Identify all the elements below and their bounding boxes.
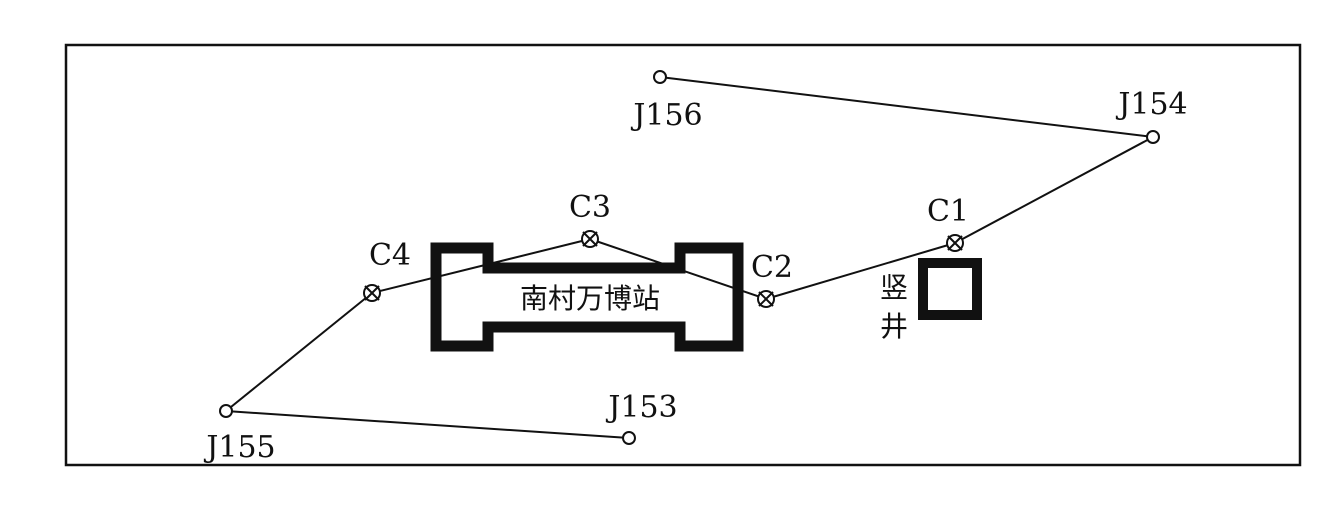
traverse-segment-j155-j153 xyxy=(225,410,630,439)
point-c1-label: C1 xyxy=(927,194,969,229)
traverse-segment-c4-j155 xyxy=(225,292,373,412)
point-j156-label: J156 xyxy=(630,98,702,133)
point-j155-label: J155 xyxy=(203,430,275,465)
traverse-segment-j156-j154 xyxy=(659,76,1154,138)
station-label: 南村万博站 xyxy=(520,282,660,315)
point-j156-marker xyxy=(653,70,667,84)
traverse-segment-c1-c2 xyxy=(765,242,956,300)
point-j154-marker xyxy=(1146,130,1160,144)
shaft-box xyxy=(918,258,982,320)
point-c2-label: C2 xyxy=(751,250,793,285)
point-c2-marker xyxy=(757,290,775,308)
point-c3-marker xyxy=(581,230,599,248)
outer-frame xyxy=(64,43,1302,467)
benchmark-points xyxy=(219,70,1160,445)
shaft-label-line2: 井 xyxy=(880,310,908,343)
point-c1-marker xyxy=(946,234,964,252)
point-c3-label: C3 xyxy=(569,190,611,225)
point-j154-label: J154 xyxy=(1115,87,1187,122)
point-j153-marker xyxy=(622,431,636,445)
control-points xyxy=(363,230,964,308)
station-outline xyxy=(430,242,744,352)
point-j155-marker xyxy=(219,404,233,418)
point-labels: J156 J154 J155 J153 C1 C2 C3 C4 xyxy=(203,87,1187,465)
point-c4-marker xyxy=(363,284,381,302)
point-c4-label: C4 xyxy=(369,238,411,273)
traverse-segment-j154-c1 xyxy=(954,136,1154,244)
traverse-segment-c3-c4 xyxy=(371,238,591,294)
shaft-label-line1: 竖 xyxy=(880,271,908,304)
point-j153-label: J153 xyxy=(605,390,677,425)
